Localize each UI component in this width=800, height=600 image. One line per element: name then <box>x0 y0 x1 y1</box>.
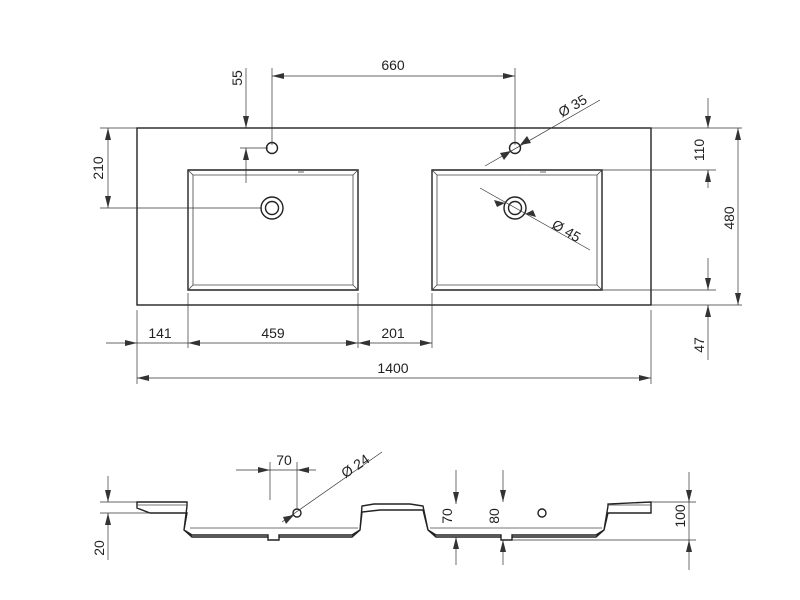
top-view: 660 55 210 Ø 35 <box>90 57 742 384</box>
side-right-tap-hole <box>537 508 547 518</box>
countertop-outline <box>136 127 652 306</box>
dim-depth-label: 480 <box>721 206 737 230</box>
dim-hole-from-back: 110 <box>521 98 742 188</box>
left-bowl <box>187 141 359 291</box>
left-waste-inner <box>264 200 280 216</box>
dim-side-hole-dia-label: Ø 24 <box>338 451 372 481</box>
dim-bowl-width-label: 459 <box>261 325 285 341</box>
dim-hole-spacing-label: 660 <box>381 57 405 73</box>
dim-side-bowl-depth-a: 70 <box>439 470 459 565</box>
dim-bowl-from-back: 210 <box>90 127 262 209</box>
dim-side-bowl-depth-a-label: 70 <box>439 508 455 524</box>
right-waste-inner <box>507 200 523 216</box>
dim-total-width-label: 1400 <box>377 360 408 376</box>
side-profile-outline <box>136 501 652 541</box>
dim-side-total-height-label: 100 <box>672 504 688 528</box>
dim-hole-offset-label: 55 <box>229 70 245 86</box>
side-left-tap-hole <box>292 508 302 518</box>
dim-side-hole-spacing-label: 70 <box>276 452 292 468</box>
dim-hole-spacing: 660 <box>271 57 516 145</box>
dim-waste-dia: Ø 45 <box>479 187 591 251</box>
dim-side-bowl-depth-b: 80 <box>486 470 506 565</box>
side-view: 70 Ø 24 20 70 <box>91 451 696 570</box>
dim-side-slab-label: 20 <box>91 540 107 556</box>
dim-side-margin-label: 141 <box>148 325 172 341</box>
left-waste-outer <box>260 196 284 220</box>
dim-side-total-height: 100 <box>512 472 696 570</box>
dim-waste-dia-label: Ø 45 <box>549 216 583 245</box>
right-waste-outer <box>503 196 527 220</box>
dim-front-edge: 47 <box>602 258 716 360</box>
dim-chain-horizontal: 141 459 201 <box>106 293 652 384</box>
dim-bowl-gap-label: 201 <box>381 325 405 341</box>
dim-depth: 480 <box>651 128 742 306</box>
dim-hole-offset: 55 <box>229 68 268 183</box>
right-bowl <box>431 141 603 291</box>
dim-side-bowl-depth-b-label: 80 <box>486 508 502 524</box>
dim-side-slab: 20 <box>91 476 150 560</box>
dim-side-hole-spacing: 70 <box>236 452 316 508</box>
dim-bowl-from-back-label: 210 <box>90 156 106 180</box>
dim-total-width: 1400 <box>137 360 651 381</box>
dim-front-edge-label: 47 <box>691 337 707 353</box>
dim-hole-from-back-label: 110 <box>691 139 707 162</box>
